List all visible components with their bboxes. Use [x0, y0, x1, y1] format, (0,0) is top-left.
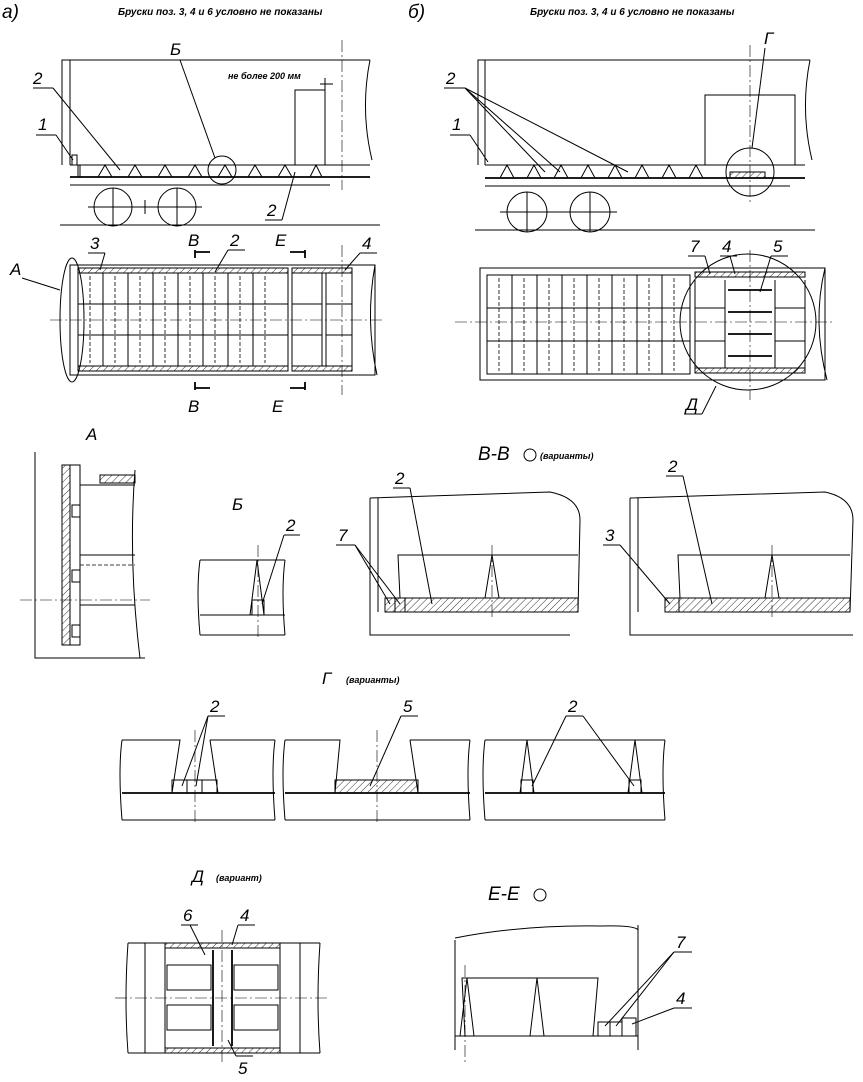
- section-vv-variant-1: [369, 491, 581, 636]
- label-view-b-ref: Б: [170, 40, 181, 59]
- detail-a: [20, 452, 150, 659]
- detail-g-variant-2: [282, 730, 471, 825]
- label-a-2-top: 2: [32, 69, 43, 88]
- detail-g-variant-3: [482, 739, 666, 821]
- label-a-1: 1: [38, 115, 47, 134]
- label-detail-b-2: 2: [285, 516, 296, 535]
- wagon-a-plan-view: [50, 245, 385, 395]
- label-section-v-top: В: [188, 231, 199, 250]
- label-a-2-bottom: 2: [266, 201, 277, 220]
- label-section-e-bottom: Е: [272, 397, 284, 416]
- label-view-a-ref: А: [9, 260, 21, 279]
- label-b-4: 4: [722, 237, 731, 256]
- label-vv-2-a: 2: [394, 469, 405, 488]
- label-d-4: 4: [240, 906, 249, 925]
- label-b-2: 2: [445, 69, 456, 88]
- variant-a-label: а): [2, 2, 19, 23]
- detail-b: [197, 545, 286, 640]
- section-vv-variant-2: [629, 491, 854, 636]
- label-g-5: 5: [403, 697, 413, 716]
- label-vv-2-b: 2: [667, 457, 678, 476]
- label-detail-d: Д: [190, 867, 204, 886]
- label-detail-a: А: [85, 425, 97, 444]
- label-detail-g: Г: [322, 669, 333, 688]
- label-b-7: 7: [690, 237, 700, 256]
- detail-g-variant-1: [119, 730, 276, 825]
- label-section-vv-variants: (варианты): [540, 451, 593, 461]
- label-g-2-a: 2: [209, 697, 220, 716]
- wagon-b-plan-view: [455, 250, 835, 400]
- label-view-d-ref: Д: [684, 395, 698, 414]
- label-ee-7: 7: [676, 933, 686, 952]
- wagon-b-side-view: [475, 45, 815, 233]
- label-d-6: 6: [183, 906, 193, 925]
- label-view-g-ref: Г: [764, 29, 775, 48]
- label-section-vv: В-В: [478, 444, 510, 465]
- detail-d: [115, 930, 330, 1062]
- note-right: Бруски поз. 3, 4 и 6 условно не показаны: [530, 7, 735, 18]
- label-section-e-top: Е: [275, 231, 287, 250]
- label-detail-b: Б: [232, 495, 243, 514]
- label-detail-d-variant: (вариант): [216, 873, 262, 883]
- label-b-1: 1: [452, 115, 461, 134]
- wagon-a-side-view: [60, 40, 380, 227]
- label-ee-4: 4: [676, 989, 685, 1008]
- variant-b-label: б): [408, 2, 425, 23]
- label-a-4: 4: [362, 234, 371, 253]
- label-g-2-b: 2: [567, 697, 578, 716]
- label-vv-3: 3: [605, 526, 615, 545]
- section-ee: [454, 925, 639, 1062]
- label-b-5: 5: [773, 237, 783, 256]
- label-section-ee: Е-Е: [488, 884, 520, 905]
- label-vv-7: 7: [338, 526, 348, 545]
- label-plan-2: 2: [229, 231, 240, 250]
- note-left: Бруски поз. 3, 4 и 6 условно не показаны: [118, 7, 323, 18]
- label-d-5: 5: [238, 1059, 248, 1078]
- label-detail-g-variants: (варианты): [346, 675, 399, 685]
- dimension-note: не более 200 мм: [228, 71, 301, 81]
- label-section-v-bottom: В: [188, 397, 199, 416]
- label-a-3: 3: [90, 234, 100, 253]
